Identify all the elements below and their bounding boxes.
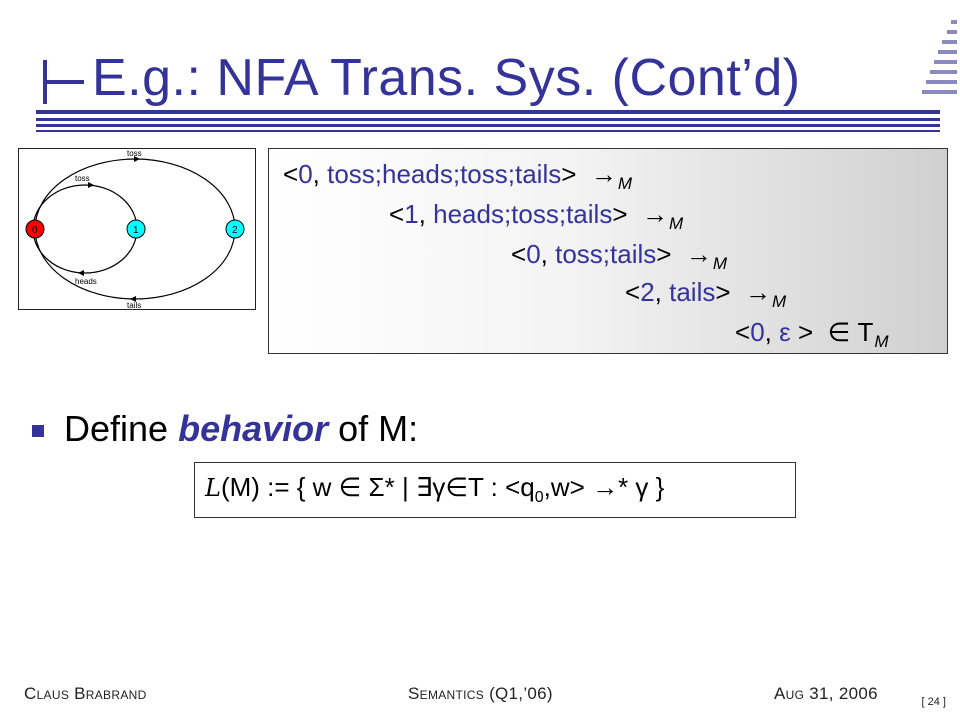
turnstile-symbol (43, 60, 84, 104)
state-0-label: 0 (32, 225, 38, 236)
nfa-diagram: toss toss heads tails 0 1 2 (18, 148, 256, 310)
sequence-step-5: <0, ε > ∈ TM (735, 317, 889, 351)
corner-decoration (922, 20, 957, 94)
script-l-symbol: L (205, 474, 221, 502)
transition-sequence-box: <0, toss;heads;toss;tails> →M <1, heads;… (268, 148, 948, 354)
state-2-node (225, 219, 245, 239)
bullet-define-behavior: Define behavior of M: (64, 408, 419, 449)
language-definition-formula: L(M) := { w ∈ Σ* | ∃γ∈T : <q0,w> →* γ } (205, 472, 665, 506)
label-inner-toss: toss (75, 174, 90, 183)
footer-date: Aug 31, 2006 (774, 684, 878, 703)
sequence-step-1: <0, toss;heads;toss;tails> →M (283, 159, 633, 193)
title-underline-bar (36, 110, 940, 132)
sequence-step-3: <0, toss;tails> →M (511, 239, 728, 273)
slide-title: E.g.: NFA Trans. Sys. (Cont’d) (92, 49, 801, 107)
inner-transition-loop (32, 184, 138, 274)
nfa-diagram-svg: toss toss heads tails 0 1 2 (25, 149, 245, 310)
state-1-node (126, 219, 146, 239)
label-inner-heads: heads (75, 277, 97, 286)
label-outer-tails: tails (127, 301, 141, 309)
page-number: [ 24 ] (921, 696, 946, 708)
bullet-marker (32, 425, 44, 437)
state-0-node (25, 219, 45, 239)
state-1-label: 1 (133, 225, 139, 236)
sequence-step-2: <1, heads;toss;tails> →M (389, 199, 684, 233)
label-outer-toss: toss (127, 149, 142, 158)
footer-course: Semantics (Q1,’06) (408, 684, 553, 703)
state-2-label: 2 (232, 225, 238, 236)
sequence-step-4: <2, tails> →M (625, 277, 787, 311)
footer-author: Claus Brabrand (24, 684, 147, 703)
language-definition-box: L(M) := { w ∈ Σ* | ∃γ∈T : <q0,w> →* γ } (194, 462, 796, 518)
